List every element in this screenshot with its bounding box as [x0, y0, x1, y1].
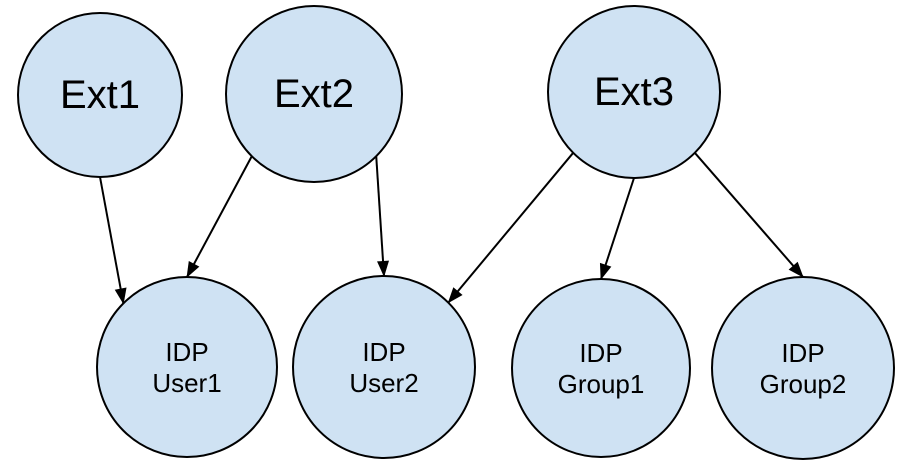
node-idp-user1-circle: [96, 276, 278, 458]
node-ext1-label: Ext1: [60, 73, 140, 117]
edge-ext2-to-idp-user1: [186, 155, 253, 278]
edges-layer: [99, 152, 804, 305]
node-ext3-label-line1: Ext3: [594, 70, 674, 114]
node-ext2-label-line1: Ext2: [274, 72, 354, 116]
node-idp-user2-circle: [292, 275, 476, 459]
node-ext2-label: Ext2: [274, 72, 354, 116]
node-idp-user1-label-line2: User1: [152, 368, 221, 398]
edge-ext3-to-idp-user2: [447, 152, 574, 304]
node-idp-group1-circle: [511, 278, 691, 458]
node-idp-user2-label-line1: IDP: [362, 337, 405, 367]
node-idp-user1-label-line1: IDP: [165, 337, 208, 367]
node-ext3-circle: [547, 5, 721, 179]
node-idp-group1-label-line2: Group1: [558, 369, 645, 399]
node-idp-user2-label-line2: User2: [349, 368, 418, 398]
node-ext3-label: Ext3: [594, 70, 674, 114]
node-ext2: Ext2: [225, 5, 403, 183]
node-ext1-label-line1: Ext1: [60, 73, 140, 117]
node-idp-group1-label-line1: IDP: [579, 338, 622, 368]
edge-ext1-to-idp-user1: [99, 176, 127, 305]
node-ext2-circle: [225, 5, 403, 183]
node-idp-group2-circle: [711, 276, 895, 460]
node-ext1-circle: [17, 12, 183, 178]
node-idp-group2-label-line1: IDP: [781, 338, 824, 368]
node-ext3: Ext3: [547, 5, 721, 179]
node-idp-group2-label-line2: Group2: [760, 369, 847, 399]
edge-ext3-to-idp-group2: [694, 152, 804, 278]
edge-ext3-to-idp-group1: [599, 177, 635, 280]
edge-ext2-to-idp-user2: [375, 156, 390, 277]
node-ext1: Ext1: [17, 12, 183, 178]
